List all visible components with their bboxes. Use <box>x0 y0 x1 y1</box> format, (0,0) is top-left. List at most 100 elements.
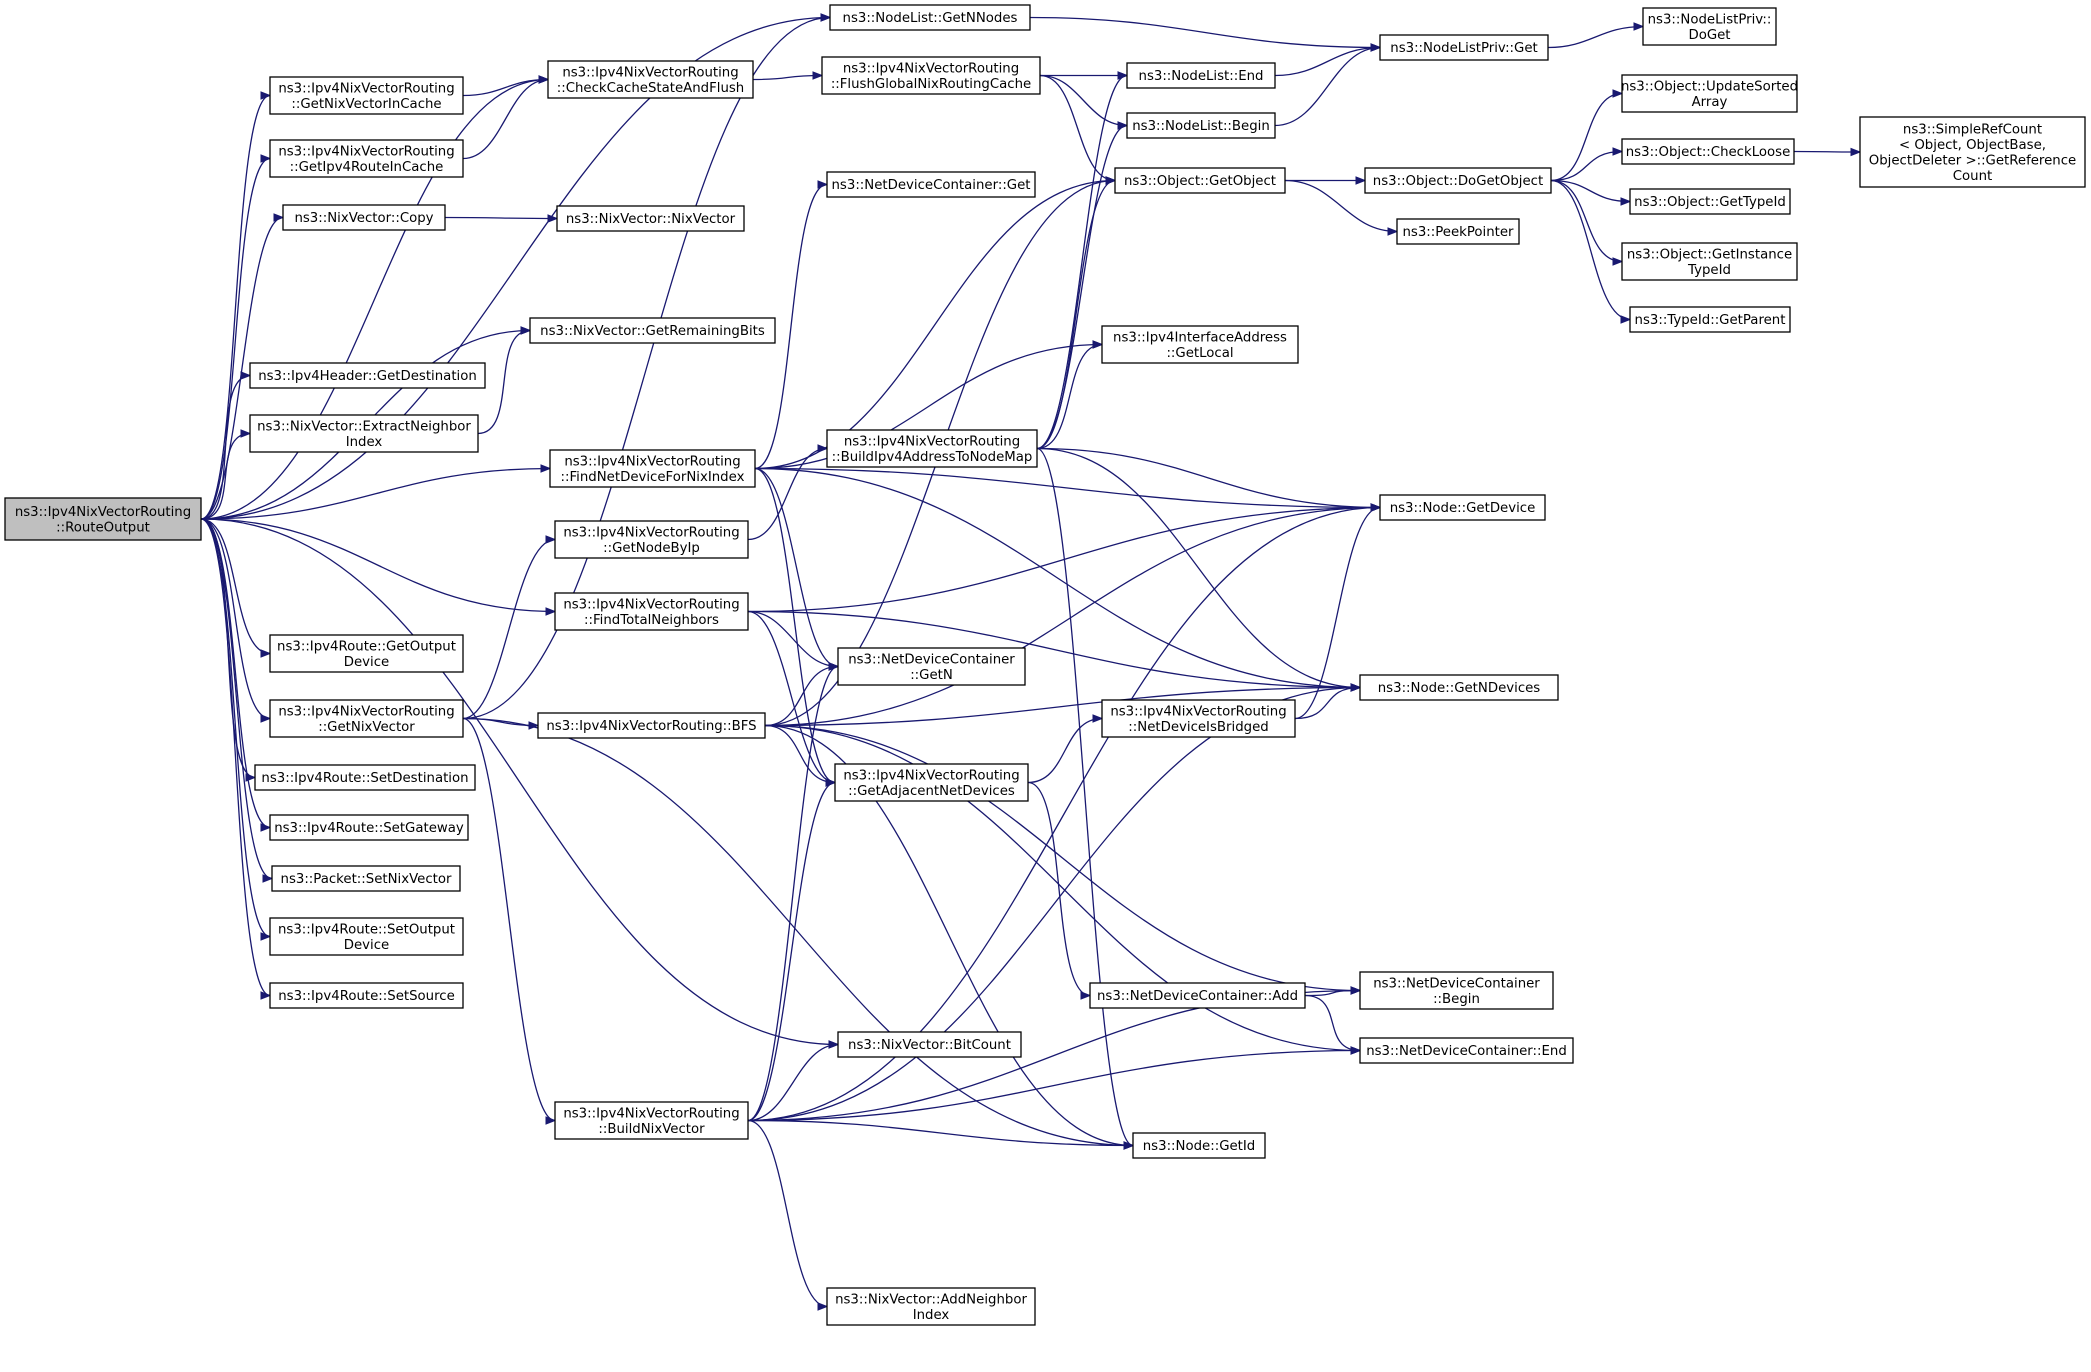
edge-flush-global-nix-routing-cache-to-object-get-object <box>1039 74 1116 182</box>
node-label: ns3::Ipv4Route::SetDestination <box>261 771 468 786</box>
node-object-do-get-object[interactable]: ns3::Object::DoGetObject <box>1364 167 1552 194</box>
node-node-get-n-devices[interactable]: ns3::Node::GetNDevices <box>1359 674 1559 701</box>
edge-find-net-device-for-nix-index-to-get-adjacent-net-devices <box>754 467 836 784</box>
node-ipv4if-get-local[interactable]: ns3::Ipv4InterfaceAddress::GetLocal <box>1101 325 1299 364</box>
node-nodelist-get-n-nodes[interactable]: ns3::NodeList::GetNNodes <box>829 4 1031 31</box>
node-label: ns3::NixVector::GetRemainingBits <box>540 324 765 339</box>
node-check-cache-state-and-flush[interactable]: ns3::Ipv4NixVectorRouting::CheckCacheSta… <box>547 60 754 99</box>
node-nodelist-end[interactable]: ns3::NodeList::End <box>1126 62 1276 89</box>
node-node-get-id[interactable]: ns3::Node::GetId <box>1132 1132 1266 1159</box>
edge-arrowhead <box>1850 147 1862 157</box>
edge-object-get-object-to-peek-pointer <box>1284 179 1398 233</box>
node-ipv4header-get-destination[interactable]: ns3::Ipv4Header::GetDestination <box>249 362 486 389</box>
node-label: Device <box>344 938 389 953</box>
node-label: ::BuildNixVector <box>598 1122 705 1137</box>
node-packet-set-nix-vector[interactable]: ns3::Packet::SetNixVector <box>271 865 461 892</box>
node-nix-nix-vector[interactable]: ns3::NixVector::NixVector <box>556 205 745 232</box>
edge-build-ipv4-address-to-node-map-to-node-get-n-devices <box>1036 447 1361 689</box>
edge-arrowhead <box>240 429 252 438</box>
node-find-total-neighbors[interactable]: ns3::Ipv4NixVectorRouting::FindTotalNeig… <box>554 592 749 631</box>
node-nix-copy[interactable]: ns3::NixVector::Copy <box>282 204 446 231</box>
node-get-nix-vector-in-cache[interactable]: ns3::Ipv4NixVectorRouting::GetNixVectorI… <box>269 76 464 115</box>
node-flush-global-nix-routing-cache[interactable]: ns3::Ipv4NixVectorRouting::FlushGlobalNi… <box>821 56 1041 95</box>
node-simple-ref-count-get-reference-count[interactable]: ns3::SimpleRefCount< Object, ObjectBase,… <box>1859 116 2086 188</box>
node-box <box>1101 699 1296 738</box>
node-nodelist-begin[interactable]: ns3::NodeList::Begin <box>1126 112 1276 139</box>
edge-arrowhead <box>1370 43 1382 52</box>
node-get-node-by-ip[interactable]: ns3::Ipv4NixVectorRouting::GetNodeByIp <box>554 520 749 559</box>
node-object-check-loose[interactable]: ns3::Object::CheckLoose <box>1621 138 1795 165</box>
node-ndc-add[interactable]: ns3::NetDeviceContainer::Add <box>1089 982 1306 1009</box>
node-box <box>1621 242 1798 281</box>
edge-arrowhead <box>1633 22 1645 31</box>
node-node-get-device[interactable]: ns3::Node::GetDevice <box>1379 494 1546 521</box>
node-object-get-type-id[interactable]: ns3::Object::GetTypeId <box>1629 188 1791 215</box>
edge-net-device-is-bridged-to-node-get-device <box>1294 506 1381 720</box>
edge-arrowhead <box>262 874 274 883</box>
edge-get-adjacent-net-devices-to-net-device-is-bridged <box>1027 717 1103 784</box>
node-nodelistpriv-get[interactable]: ns3::NodeListPriv::Get <box>1379 34 1549 61</box>
node-net-device-is-bridged[interactable]: ns3::Ipv4NixVectorRouting::NetDeviceIsBr… <box>1101 699 1296 738</box>
node-ipv4route-set-source[interactable]: ns3::Ipv4Route::SetSource <box>269 982 464 1009</box>
node-label: ns3::Ipv4NixVectorRouting <box>1110 704 1286 719</box>
edge-find-net-device-for-nix-index-to-node-get-n-devices <box>754 467 1361 689</box>
node-get-adjacent-net-devices[interactable]: ns3::Ipv4NixVectorRouting::GetAdjacentNe… <box>834 763 1029 802</box>
node-peek-pointer[interactable]: ns3::PeekPointer <box>1396 218 1520 245</box>
node-get-ipv4-route-in-cache[interactable]: ns3::Ipv4NixVectorRouting::GetIpv4RouteI… <box>269 139 464 178</box>
edge-get-nix-vector-to-get-node-by-ip <box>462 538 556 720</box>
node-build-ipv4-address-to-node-map[interactable]: ns3::Ipv4NixVectorRouting::BuildIpv4Addr… <box>826 429 1038 468</box>
node-label: ns3::Object::GetTypeId <box>1634 195 1786 210</box>
edge-arrowhead <box>260 932 272 941</box>
node-label: ns3::NetDeviceContainer::Get <box>832 178 1031 193</box>
edge-route-output-to-nix-copy <box>200 216 284 520</box>
node-get-nix-vector[interactable]: ns3::Ipv4NixVectorRouting::GetNixVector <box>269 699 464 738</box>
node-label: ObjectDeleter >::GetReference <box>1869 153 2076 168</box>
edge-build-ipv4-address-to-node-map-to-nodelist-begin <box>1036 124 1128 450</box>
node-ipv4route-set-gateway[interactable]: ns3::Ipv4Route::SetGateway <box>269 814 469 841</box>
node-nix-get-remaining-bits[interactable]: ns3::NixVector::GetRemainingBits <box>529 317 776 344</box>
edge-object-do-get-object-to-object-get-type-id <box>1550 179 1631 203</box>
node-ndc-get[interactable]: ns3::NetDeviceContainer::Get <box>826 171 1036 198</box>
node-label: ns3::Object::UpdateSorted <box>1621 79 1798 94</box>
node-label: ns3::Ipv4NixVectorRouting <box>278 144 454 159</box>
node-build-nix-vector[interactable]: ns3::Ipv4NixVectorRouting::BuildNixVecto… <box>554 1101 749 1140</box>
node-route-output[interactable]: ns3::Ipv4NixVectorRouting::RouteOutput <box>4 497 202 541</box>
node-box <box>269 814 469 841</box>
node-label: ns3::NixVector::NixVector <box>566 212 736 227</box>
edge-route-output-to-nix-bit-count <box>200 518 839 1046</box>
node-find-net-device-for-nix-index[interactable]: ns3::Ipv4NixVectorRouting::FindNetDevice… <box>549 449 756 488</box>
node-box <box>4 497 202 541</box>
node-label: ns3::Ipv4NixVectorRouting <box>843 61 1019 76</box>
edge-arrowhead <box>1620 197 1632 206</box>
node-object-get-object[interactable]: ns3::Object::GetObject <box>1114 167 1286 194</box>
edge-arrowhead <box>1117 71 1129 80</box>
node-label: ns3::NodeList::End <box>1139 69 1264 84</box>
node-label: ns3::TypeId::GetParent <box>1635 313 1786 328</box>
edge-arrowhead <box>828 662 840 671</box>
edge-arrowhead <box>520 326 532 335</box>
node-ndc-begin[interactable]: ns3::NetDeviceContainer::Begin <box>1359 971 1554 1010</box>
node-bfs[interactable]: ns3::Ipv4NixVectorRouting::BFS <box>537 712 766 739</box>
edge-find-total-neighbors-to-ndc-get-n <box>747 610 839 668</box>
edge-get-nix-vector-to-node-get-id <box>462 717 1134 1147</box>
edge-object-do-get-object-to-typeid-get-parent <box>1550 179 1631 321</box>
node-typeid-get-parent[interactable]: ns3::TypeId::GetParent <box>1629 306 1791 333</box>
node-nix-bit-count[interactable]: ns3::NixVector::BitCount <box>837 1031 1022 1058</box>
node-ndc-end[interactable]: ns3::NetDeviceContainer::End <box>1359 1037 1574 1064</box>
node-ndc-get-n[interactable]: ns3::NetDeviceContainer::GetN <box>837 647 1026 686</box>
node-label: ns3::Ipv4NixVectorRouting <box>15 505 191 520</box>
node-nodelistpriv-do-get[interactable]: ns3::NodeListPriv::DoGet <box>1642 7 1777 46</box>
node-box <box>269 982 464 1009</box>
edge-get-adjacent-net-devices-to-ndc-add <box>1027 781 1091 997</box>
edge-arrowhead <box>1105 176 1117 185</box>
edge-arrowhead <box>260 823 272 832</box>
node-ipv4route-set-destination[interactable]: ns3::Ipv4Route::SetDestination <box>254 764 476 791</box>
edge-nodelistpriv-get-to-nodelistpriv-do-get <box>1547 25 1644 49</box>
node-box <box>1621 138 1795 165</box>
